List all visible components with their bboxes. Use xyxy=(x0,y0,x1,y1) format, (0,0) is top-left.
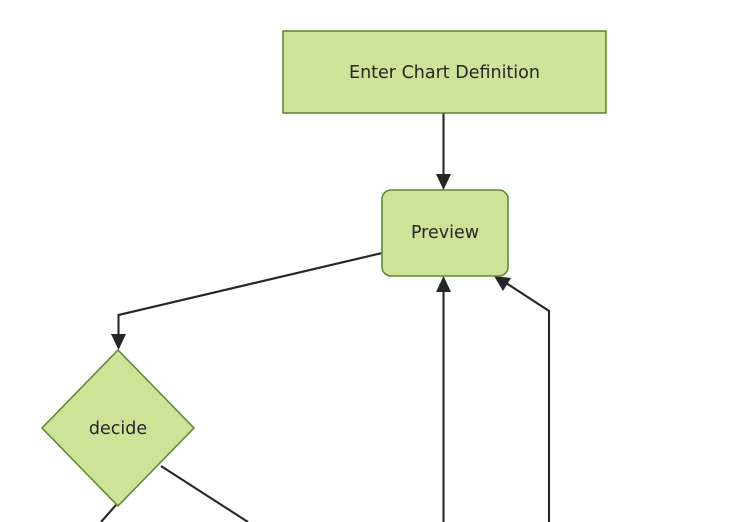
edge-enter-to-preview xyxy=(436,113,451,190)
arrow-head-icon xyxy=(436,276,451,292)
node-preview-shape[interactable] xyxy=(381,189,509,277)
edge-decide-bottom-left xyxy=(100,504,117,522)
edge-preview-to-decide xyxy=(111,251,383,350)
arrow-head-icon xyxy=(111,334,126,350)
node-layer: Enter Chart Definition Preview decide xyxy=(40,30,607,508)
edge-decide-bottom-left-line xyxy=(100,504,117,522)
node-decide-shape[interactable] xyxy=(40,348,196,508)
node-enter-chart-definition[interactable]: Enter Chart Definition xyxy=(282,30,607,114)
node-decide[interactable]: decide xyxy=(40,348,196,508)
arrow-head-icon xyxy=(436,174,451,190)
edge-decide-bottom-right xyxy=(160,465,249,522)
node-preview[interactable]: Preview xyxy=(381,189,509,277)
edge-bottom-right-to-preview-line xyxy=(505,282,551,522)
edge-decide-bottom-right-line xyxy=(160,465,249,522)
edge-bottom-right-to-preview xyxy=(494,276,551,522)
edge-preview-to-decide-line xyxy=(117,251,383,337)
edge-layer xyxy=(100,113,551,522)
arrow-head-icon xyxy=(494,276,511,291)
edge-bottom-center-to-preview xyxy=(436,276,451,522)
node-enter-chart-definition-shape[interactable] xyxy=(282,30,607,114)
